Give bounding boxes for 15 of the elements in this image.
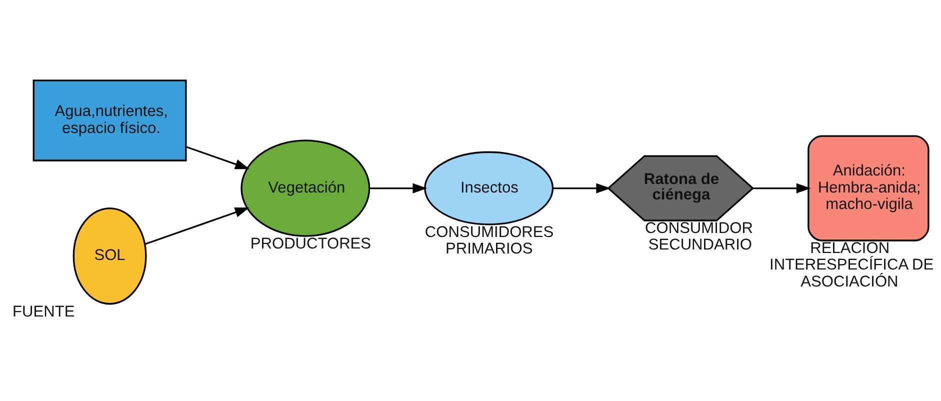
node-label: CONSUMIDOR SECUNDARIO [645,220,753,254]
node-box: Agua,nutrientes, espacio físico. [32,80,187,162]
node-box: Anidación: Hembra-anida; macho-vigila [808,135,930,242]
node-ellipse: Insectos [424,151,554,226]
arrow [186,146,250,170]
arrow [144,208,250,245]
arrow [553,183,611,194]
arrow [369,183,428,194]
node-ellipse: Vegetación [240,140,370,237]
node-label: FUENTE [12,303,75,320]
node-ellipse: SOL [72,207,147,305]
node-label: PRODUCTORES [250,236,372,253]
node-label: CONSUMIDORES PRIMARIOS [424,224,554,258]
arrow [752,183,811,194]
node-label: RELACIÓN INTERESPECÍFICA DE ASOCIACIÓN [770,240,934,290]
